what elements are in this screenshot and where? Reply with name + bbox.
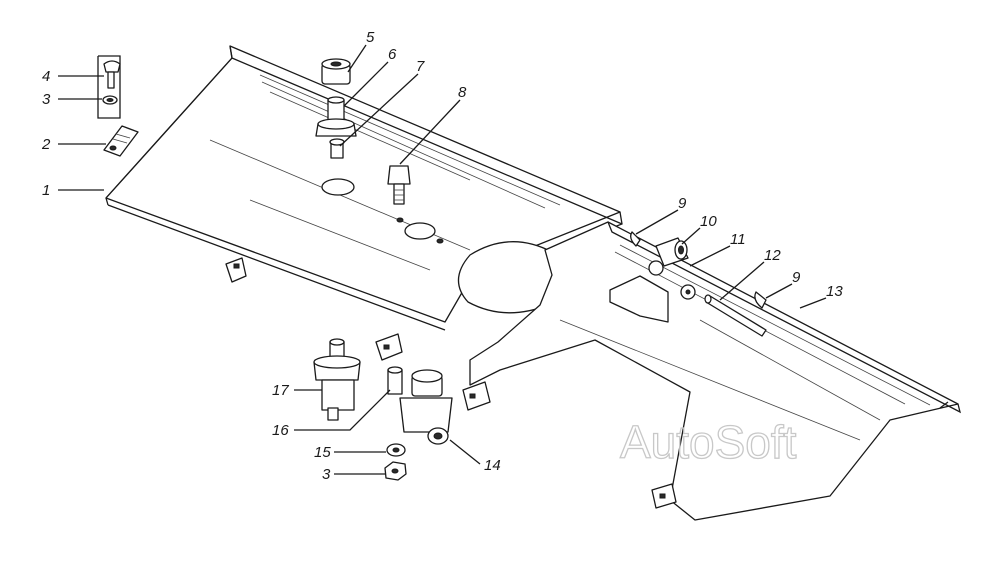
label-5: 5 <box>366 29 375 46</box>
label-3-bottom: 3 <box>322 466 331 483</box>
label-13: 13 <box>826 283 843 300</box>
part-9-cotter-pin-a <box>630 231 641 247</box>
label-11: 11 <box>730 231 746 248</box>
part-7-pin <box>329 138 345 159</box>
label-1: 1 <box>42 182 50 199</box>
label-7: 7 <box>416 58 425 75</box>
label-9-right: 9 <box>792 269 801 286</box>
part-14-switch-body <box>399 369 453 445</box>
label-2: 2 <box>41 136 51 153</box>
label-9-top: 9 <box>678 195 687 212</box>
part-9-cotter-pin-b <box>754 291 767 309</box>
part-4-screw-and-3-washer <box>97 55 121 119</box>
label-8: 8 <box>458 84 467 101</box>
watermark: AutoSoft <box>620 416 797 468</box>
part-2-plate <box>103 125 139 157</box>
part-15-washer <box>386 443 406 457</box>
part-3-nut <box>384 461 407 481</box>
label-12: 12 <box>764 247 781 264</box>
label-15: 15 <box>314 444 331 461</box>
label-14: 14 <box>484 457 501 474</box>
part-10-sleeve <box>655 237 689 267</box>
part-12-rod <box>704 294 767 337</box>
label-10: 10 <box>700 213 717 230</box>
label-4: 4 <box>42 68 50 85</box>
part-17-switch <box>313 338 361 421</box>
part-6-bushing <box>315 96 357 137</box>
callout-labels: 1 2 3 4 5 6 7 8 9 10 11 12 9 13 17 16 15… <box>41 29 843 483</box>
leader-lines <box>58 44 827 475</box>
part-8-bolt <box>387 165 411 205</box>
part-5-cap <box>321 58 351 85</box>
label-3-top: 3 <box>42 91 51 108</box>
label-16: 16 <box>272 422 289 439</box>
part-11-hinge <box>609 260 696 323</box>
label-6: 6 <box>388 46 397 63</box>
label-17: 17 <box>272 382 289 399</box>
part-16-spacer <box>387 366 403 395</box>
